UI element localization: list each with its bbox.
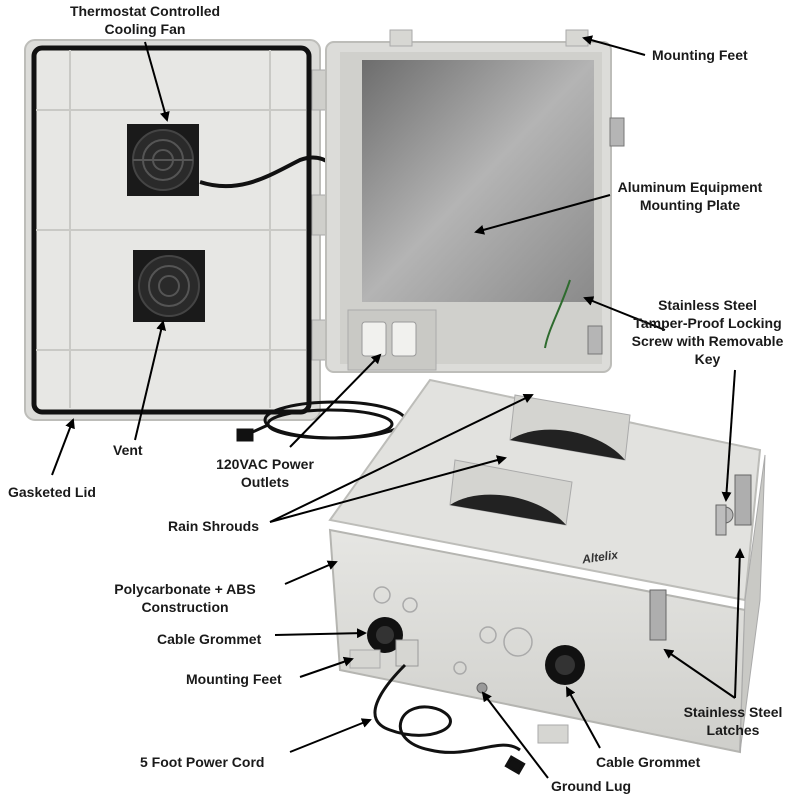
cooling-fan (127, 124, 199, 196)
vent (133, 250, 205, 322)
ground-lug (476, 682, 488, 694)
label-gasketed-lid: Gasketed Lid (8, 484, 96, 500)
label-rain-shrouds: Rain Shrouds (168, 518, 260, 534)
open-lid (24, 39, 327, 421)
label-power-cord: 5 Foot Power Cord (140, 754, 265, 770)
locking-screw-key (715, 504, 734, 536)
label-vent: Vent (113, 442, 143, 458)
mounting-plate (362, 60, 594, 302)
open-base (325, 29, 625, 373)
label-mounting-feet-top: Mounting Feet (652, 47, 748, 63)
power-outlets (361, 321, 417, 357)
label-cable-grommet-left: Cable Grommet (157, 631, 262, 647)
power-cord (373, 663, 526, 775)
label-cable-grommet-right: Cable Grommet (596, 754, 701, 770)
label-ground-lug: Ground Lug (551, 778, 632, 794)
cable-grommet-left (367, 617, 403, 653)
latches (649, 474, 752, 641)
cable-grommet-right (545, 645, 585, 685)
rain-shrouds (449, 394, 631, 526)
closed-enclosure (328, 378, 766, 754)
callout-arrows (51, 35, 745, 779)
label-mounting-feet-bottom: Mounting Feet (186, 671, 282, 687)
